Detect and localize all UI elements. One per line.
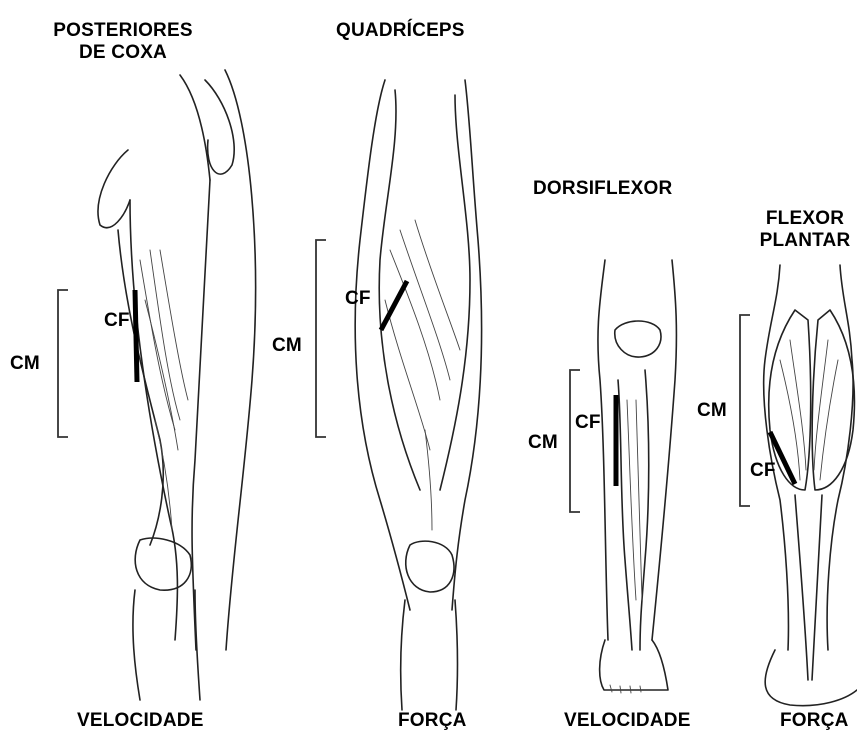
hamstring-fiber-line [135, 290, 137, 382]
panel-title-quadriceps: QUADRÍCEPS [336, 20, 465, 42]
bottom-label-hamstrings: VELOCIDADE [77, 710, 204, 732]
panel-title-hamstrings: POSTERIORES DE COXA [28, 20, 218, 64]
plantar-flexor-title-text: FLEXOR PLANTAR [760, 208, 851, 251]
bottom-label-plantar-flexor: FORÇA [780, 710, 849, 732]
plantar-flexor-cm-bracket [740, 315, 750, 506]
bottom-label-quadriceps: FORÇA [398, 710, 467, 732]
cm-label-quadriceps: CM [272, 335, 302, 357]
panel-title-plantar-flexor: FLEXOR PLANTAR [740, 208, 857, 252]
cm-label-plantar-flexor: CM [697, 400, 727, 422]
quadriceps-cm-bracket [316, 240, 326, 437]
plantar-flexor-leg-drawing [764, 265, 857, 706]
hamstrings-title-text: POSTERIORES DE COXA [53, 20, 192, 63]
cf-label-dorsiflexor: CF [575, 412, 601, 434]
quadriceps-fiber-line [381, 281, 407, 330]
dorsiflexor-leg-drawing [598, 260, 677, 693]
hamstring-leg-drawing [98, 70, 255, 700]
cf-label-hamstrings: CF [104, 310, 130, 332]
dorsiflexor-cm-bracket [570, 370, 580, 512]
hamstring-cm-bracket [58, 290, 68, 437]
cm-label-dorsiflexor: CM [528, 432, 558, 454]
cf-label-quadriceps: CF [345, 288, 371, 310]
cm-label-hamstrings: CM [10, 353, 40, 375]
cf-label-plantar-flexor: CF [750, 460, 776, 482]
bottom-label-dorsiflexor: VELOCIDADE [564, 710, 691, 732]
panel-title-dorsiflexor: DORSIFLEXOR [533, 178, 672, 200]
quadriceps-leg-drawing [355, 80, 481, 710]
